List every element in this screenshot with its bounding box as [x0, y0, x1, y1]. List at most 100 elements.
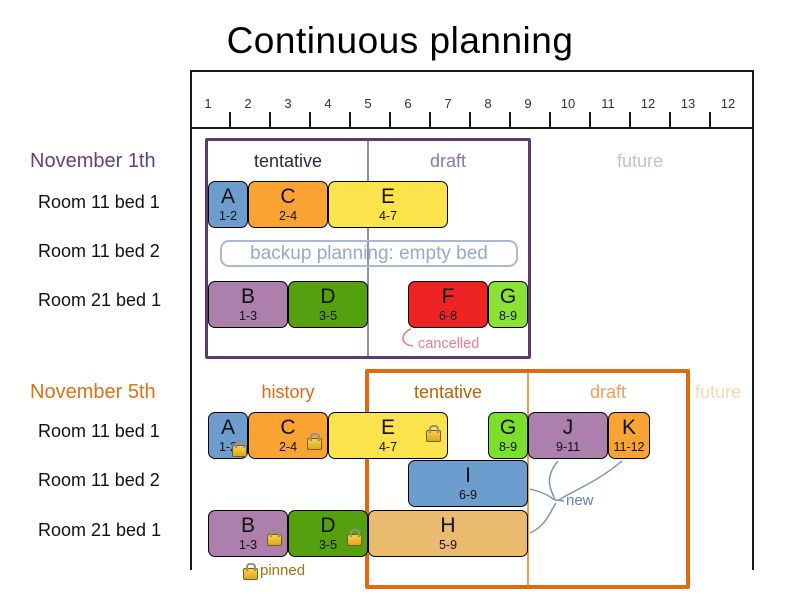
pinned-lock-icon	[307, 433, 322, 450]
row-label: Room 11 bed 2	[38, 241, 160, 261]
axis-label: 12	[720, 96, 736, 111]
planning-window-nov1-box	[205, 138, 531, 359]
stay-range: 6-8	[438, 309, 458, 323]
stay-range: 2-4	[278, 209, 298, 223]
planning-window-nov5-box	[365, 369, 690, 589]
tick-mark	[629, 112, 631, 128]
tick-mark	[709, 112, 711, 128]
stay-range: 4-7	[378, 440, 398, 454]
page-title: Continuous planning	[226, 20, 574, 61]
stay-block-G: G 8-9	[488, 412, 528, 459]
stay-range: 6-9	[458, 488, 478, 502]
stay-range: 8-9	[498, 309, 518, 323]
axis-label: 5	[364, 96, 372, 111]
stay-block-B: B 1-3	[208, 281, 288, 328]
axis-label: 8	[484, 96, 492, 111]
stay-block-F: F 6-8	[408, 281, 488, 328]
axis-baseline	[190, 127, 753, 129]
nov1-tentative-draft-divider	[367, 141, 369, 356]
stay-block-A: A 1-2	[208, 181, 248, 228]
stay-letter: B	[240, 514, 255, 537]
stay-range: 2-4	[278, 440, 298, 454]
stay-block-H: H 5-9	[368, 510, 528, 557]
stay-letter: D	[320, 285, 336, 308]
stay-block-D-pinned: D 3-5	[288, 510, 368, 557]
axis-label: 3	[284, 96, 292, 111]
stay-range: 11-12	[613, 440, 645, 454]
tick-mark	[229, 112, 231, 128]
chart-left-border	[190, 70, 192, 570]
chart-right-border	[752, 70, 754, 570]
axis-label: 12	[640, 96, 656, 111]
tick-mark	[469, 112, 471, 128]
stay-letter: G	[499, 416, 517, 439]
stay-range: 5-9	[438, 538, 458, 552]
phase-label-future: future	[616, 151, 664, 171]
pinned-lock-icon	[426, 425, 441, 442]
pinned-lock-icon	[232, 440, 247, 457]
phase-label-tentative: tentative	[413, 382, 483, 402]
stay-range: 9-11	[555, 440, 581, 454]
stay-letter: C	[280, 185, 296, 208]
stay-letter: E	[380, 416, 395, 439]
axis-label: 7	[444, 96, 452, 111]
phase-label-tentative: tentative	[253, 151, 323, 171]
axis-label: 13	[680, 96, 696, 111]
stay-letter: I	[465, 464, 471, 487]
phase-label-draft: draft	[429, 151, 467, 171]
stay-range: 1-3	[238, 538, 258, 552]
stay-block-B-pinned: B 1-3	[208, 510, 288, 557]
axis-top-line	[190, 70, 753, 72]
stay-range: 3-5	[318, 309, 338, 323]
axis-label: 2	[244, 96, 252, 111]
phase-label-history: history	[261, 382, 315, 402]
pinned-lock-icon	[267, 529, 282, 546]
stay-letter: E	[380, 185, 395, 208]
stay-range: 8-9	[498, 440, 518, 454]
stay-letter: D	[320, 514, 336, 537]
section-date-nov5: November 5th	[30, 381, 156, 403]
stay-block-G: G 8-9	[488, 281, 528, 328]
row-label: Room 11 bed 1	[38, 421, 160, 441]
tick-mark	[589, 112, 591, 128]
stay-letter: B	[240, 285, 255, 308]
stay-block-D: D 3-5	[288, 281, 368, 328]
stay-block-C: C 2-4	[248, 181, 328, 228]
cancelled-annotation: cancelled	[418, 336, 480, 352]
pinned-legend-lock-icon	[243, 563, 258, 580]
stay-letter: K	[621, 416, 636, 439]
new-annotation: new	[566, 492, 594, 509]
pinned-legend-label: pinned	[260, 562, 306, 579]
stay-letter: H	[440, 514, 456, 537]
stay-range: 4-7	[378, 209, 398, 223]
tick-mark	[509, 112, 511, 128]
stay-letter: G	[499, 285, 517, 308]
tick-mark	[269, 112, 271, 128]
axis-label: 4	[324, 96, 332, 111]
tick-mark	[309, 112, 311, 128]
stay-block-C-pinned: C 2-4	[248, 412, 328, 459]
section-date-nov1: November 1th	[30, 150, 156, 172]
stay-letter: J	[562, 416, 574, 439]
axis-label: 6	[404, 96, 412, 111]
stay-range: 1-2	[218, 209, 238, 223]
row-label: Room 11 bed 1	[38, 192, 160, 212]
phase-label-future: future	[694, 382, 742, 402]
axis-label: 9	[524, 96, 532, 111]
stay-range: 1-3	[238, 309, 258, 323]
pinned-lock-icon	[347, 529, 362, 546]
tick-mark	[429, 112, 431, 128]
stay-letter: F	[441, 285, 455, 308]
nov5-tentative-draft-divider	[527, 373, 529, 585]
stay-block-A-pinned: A 1-2	[208, 412, 248, 459]
stay-letter: A	[220, 416, 235, 439]
axis-label: 11	[601, 96, 615, 111]
row-label: Room 21 bed 1	[38, 290, 162, 310]
backup-planning-note: backup planning: empty bed	[220, 240, 518, 267]
stay-letter: A	[220, 185, 235, 208]
tick-mark	[349, 112, 351, 128]
row-label: Room 11 bed 2	[38, 470, 160, 490]
stay-range: 3-5	[318, 538, 338, 552]
stay-block-E-pinned: E 4-7	[328, 412, 448, 459]
